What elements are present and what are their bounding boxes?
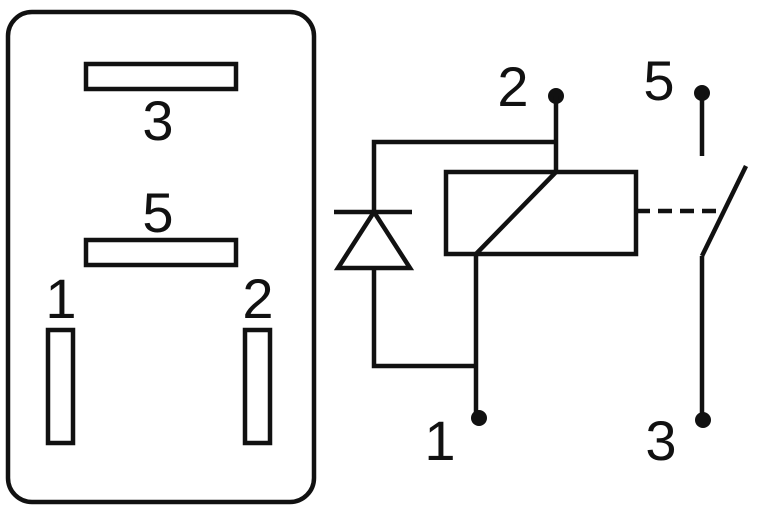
footprint-pin-5-label: 5 [142,181,173,244]
footprint-pin-5 [83,237,239,268]
diode-bottom-wire [371,268,476,369]
diode-top-wire [371,139,556,212]
footprint-pin-2 [242,327,273,446]
diode-triangle [333,207,415,271]
footprint-pin-3-label: 3 [142,89,173,152]
coil-winding-diagonal [474,170,558,256]
footprint-pin-2-label: 2 [242,267,273,330]
footprint-pin-1-label: 1 [45,267,76,330]
terminal-1-dot [471,410,487,426]
switch-blade [699,165,749,257]
terminal-3-label: 3 [645,409,676,472]
terminal-5-label: 5 [643,49,674,112]
relay-footprint: 3 5 1 2 [5,9,317,505]
terminal-1-label: 1 [424,409,455,472]
footprint-pin-3 [83,61,239,92]
relay-schematic: 2 1 5 3 [333,49,749,472]
footprint-pin-1 [45,327,76,446]
terminal-2-label: 2 [497,55,528,118]
relay-coil [443,169,639,257]
flyback-diode [333,207,415,271]
terminal-3-dot [695,412,711,428]
relay-body-outline [5,9,317,505]
